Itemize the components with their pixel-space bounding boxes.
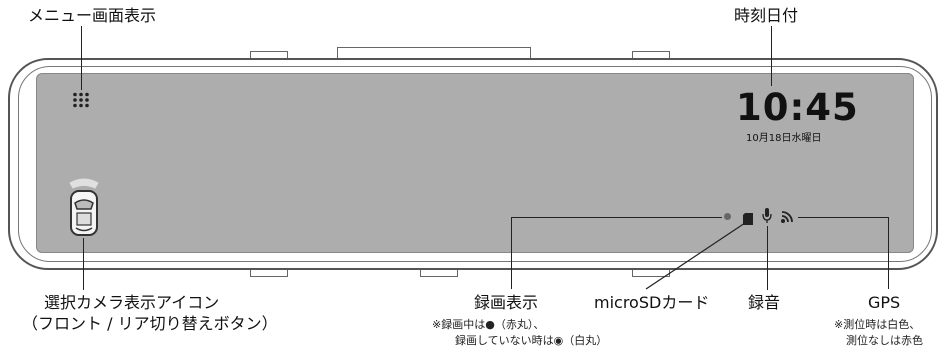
- gps-signal-icon: [780, 209, 794, 223]
- menu-dots-icon[interactable]: [71, 92, 91, 108]
- leader-recording-v: [511, 217, 513, 289]
- callout-audio: 録音: [748, 293, 781, 312]
- callout-gps-note2: 測位なしは赤色: [846, 334, 923, 347]
- microphone-icon: [762, 208, 772, 224]
- leader-menu: [81, 26, 83, 90]
- leader-recording-h: [511, 217, 722, 219]
- callout-gps: GPS: [868, 293, 901, 312]
- callout-microsd: microSDカード: [594, 293, 710, 312]
- callout-recording-note2: 録画していない時は◉（白丸）: [455, 334, 608, 347]
- car-camera-icon[interactable]: [62, 173, 106, 239]
- recording-dot-icon: [724, 213, 731, 220]
- callout-menu: メニュー画面表示: [28, 6, 157, 25]
- clock-time: 10:45: [736, 86, 859, 129]
- callout-recording-note1: ※録画中は●（赤丸）、: [432, 318, 545, 331]
- callout-recording: 録画表示: [474, 293, 539, 312]
- leader-gps-h: [798, 217, 889, 219]
- leader-gps-v: [888, 217, 890, 289]
- callout-camera-line2: （フロント / リア切り替えボタン）: [22, 314, 278, 333]
- callout-datetime: 時刻日付: [734, 6, 799, 25]
- leader-microsd: [641, 218, 751, 290]
- callout-camera-line1: 選択カメラ表示アイコン: [44, 293, 220, 312]
- leader-audio: [767, 226, 769, 290]
- leader-camera: [83, 238, 85, 290]
- clock-date: 10月18日水曜日: [746, 133, 822, 144]
- mirror-screen: [36, 73, 914, 253]
- leader-datetime: [771, 26, 773, 86]
- callout-gps-note1: ※測位時は白色、: [834, 318, 921, 331]
